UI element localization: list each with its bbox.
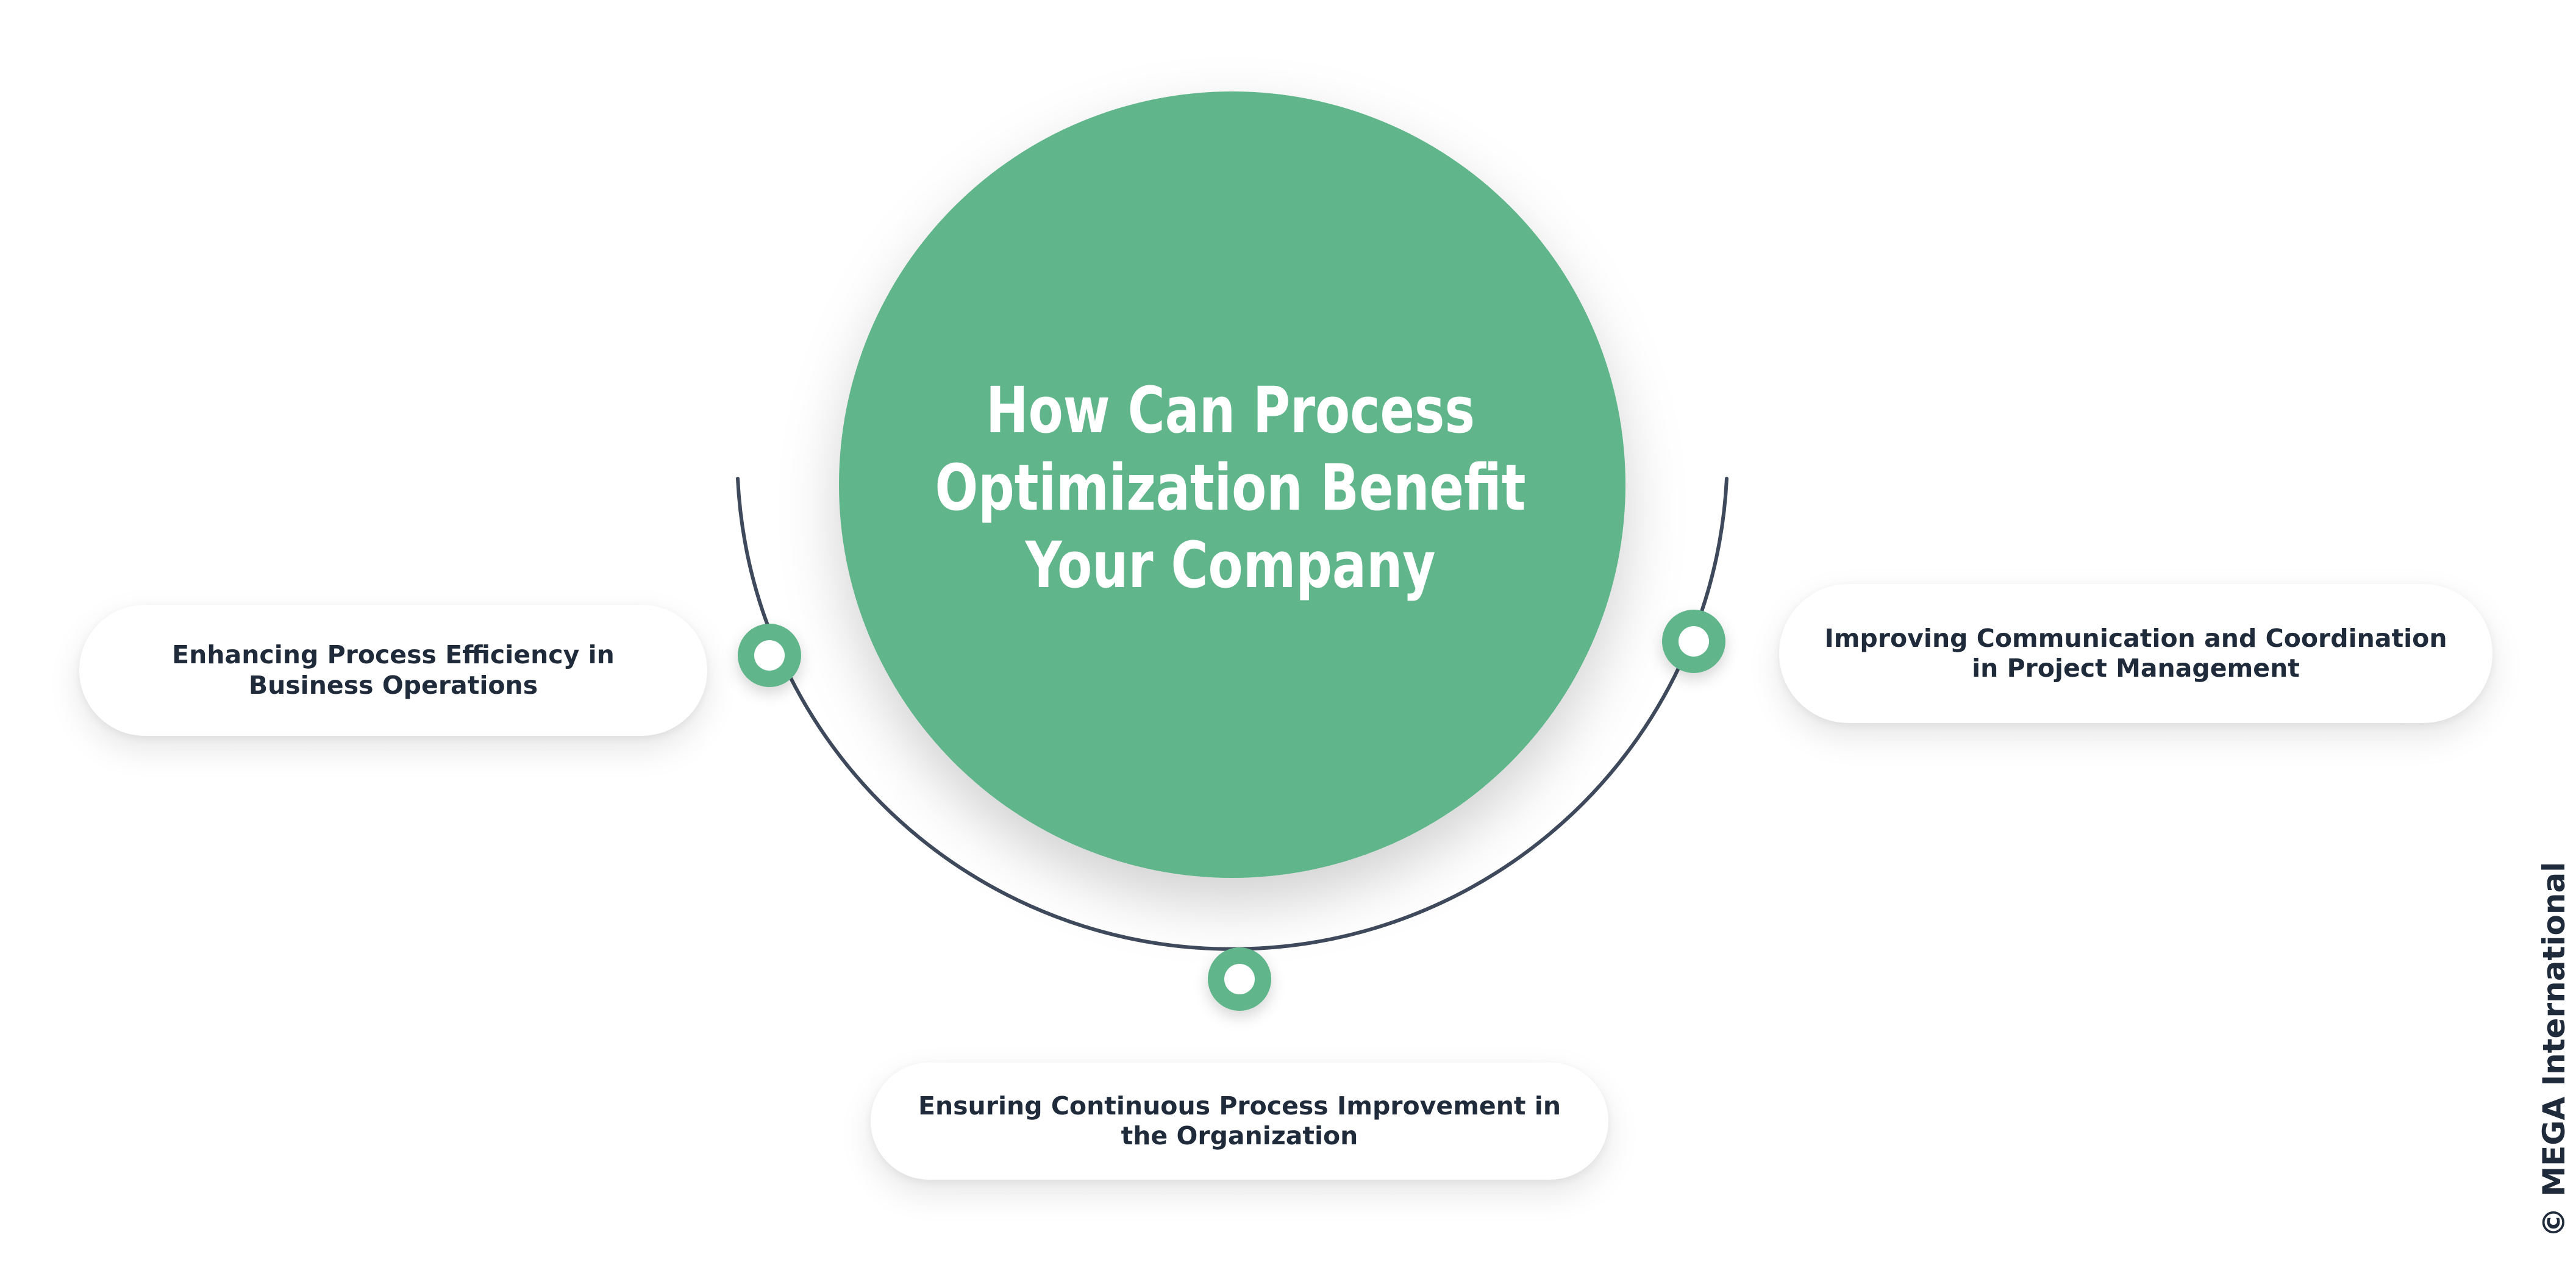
diagram-title: How Can Process Optimization Benefit You… xyxy=(928,372,1533,604)
node-marker-bottom xyxy=(1208,947,1271,1011)
benefit-label: Enhancing Process Efficiency in Business… xyxy=(172,640,615,700)
benefit-card-efficiency: Enhancing Process Efficiency in Business… xyxy=(79,605,707,736)
center-circle xyxy=(839,91,1625,878)
node-marker-right xyxy=(1662,610,1725,673)
copyright-notice: © MEGA International xyxy=(2536,861,2572,1238)
benefit-card-continuous-improvement: Ensuring Continuous Process Improvement … xyxy=(871,1063,1608,1180)
benefit-label: Ensuring Continuous Process Improvement … xyxy=(918,1091,1561,1150)
title-line: How Can Process xyxy=(986,373,1475,447)
benefit-card-communication: Improving Communication and Coordination… xyxy=(1779,584,2492,723)
benefit-label: Improving Communication and Coordination… xyxy=(1824,623,2447,683)
node-marker-left xyxy=(738,624,801,687)
title-line: Your Company xyxy=(1025,527,1436,602)
title-line: Optimization Benefit xyxy=(935,450,1526,525)
